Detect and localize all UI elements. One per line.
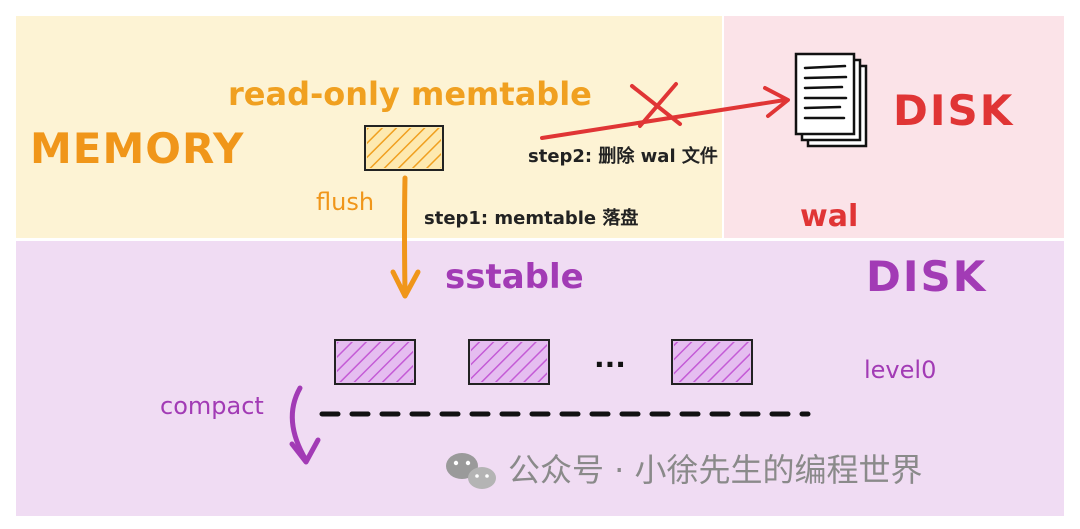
sstable-block — [468, 339, 550, 385]
compact-arrowhead — [289, 437, 321, 465]
flush-arrowhead — [390, 269, 421, 299]
watermark-text: 公众号 · 小徐先生的编程世界 — [508, 451, 923, 489]
delete-wal-arrow — [540, 98, 787, 140]
level0-label: level0 — [864, 356, 937, 384]
sstable-label: sstable — [445, 257, 584, 297]
memtable-label: read-only memtable — [228, 75, 592, 113]
memtable-hatch — [367, 128, 441, 168]
delete-wal-arrowhead — [763, 86, 790, 118]
document-stack-icon — [794, 52, 868, 148]
wal-label: wal — [800, 199, 859, 234]
flush-label: flush — [316, 188, 375, 216]
sstable-ellipsis: ... — [594, 341, 626, 374]
compact-label: compact — [160, 392, 264, 420]
delete-x-mark — [630, 82, 682, 128]
memory-region-label: MEMORY — [30, 124, 245, 173]
sstable-block — [334, 339, 416, 385]
wechat-logo-icon — [446, 453, 496, 489]
compact-arrow — [289, 385, 309, 463]
disk-bottom-label: DISK — [866, 252, 988, 301]
disk-top-label: DISK — [893, 86, 1015, 135]
flush-arrow — [402, 175, 408, 295]
step2-label: step2: 删除 wal 文件 — [528, 146, 718, 167]
step1-label: step1: memtable 落盘 — [424, 208, 639, 229]
wal-disk-region — [724, 16, 1064, 238]
sstable-block — [671, 339, 753, 385]
